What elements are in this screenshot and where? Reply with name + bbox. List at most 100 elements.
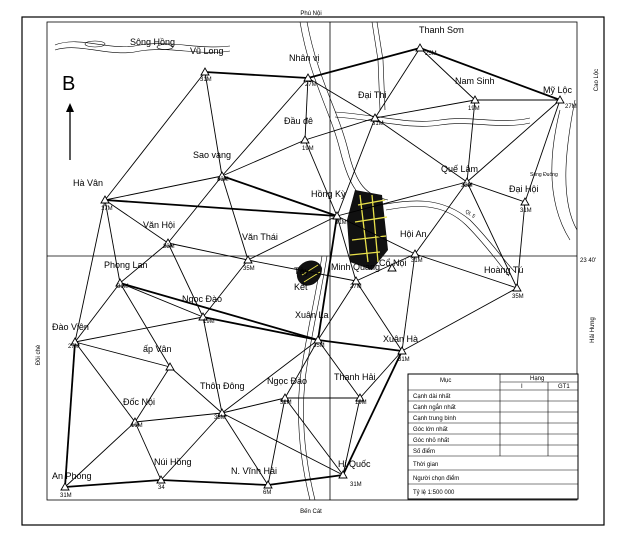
triangulation-point-icon (217, 171, 227, 180)
station-name: Phong Lan (104, 260, 148, 270)
north-arrow-letter: B (62, 73, 75, 95)
triangulation-point-icon (280, 393, 290, 402)
network-edge (374, 117, 468, 183)
network-edge (336, 215, 416, 255)
network-edge (355, 253, 416, 282)
network-edge (221, 412, 344, 476)
station-name: N. Vĩnh Hải (231, 466, 277, 476)
triangulation-point-icon (200, 67, 210, 76)
station-name: Thanh Sơn (419, 25, 464, 35)
network-edge (134, 412, 223, 423)
station-name: Hồng Kỳ (311, 189, 346, 199)
station-name: Sao vàng (193, 150, 231, 160)
network-edge (374, 99, 476, 119)
north-arrow-head (66, 103, 74, 112)
network-edge (204, 71, 309, 79)
network-edge (401, 253, 416, 352)
station-co-noi: Cổ Nội (379, 258, 407, 272)
station-name: Núi Hồng (154, 457, 192, 467)
station-name: Đầu đê (284, 116, 313, 126)
network-edge (524, 99, 561, 203)
triangulation-point-icon (470, 95, 480, 104)
triangulation-point-icon (303, 73, 313, 82)
border-label-left: Đồi chè (36, 344, 42, 365)
network-edge (466, 181, 526, 203)
station-elevation: 27M (350, 284, 362, 290)
station-name: Xuân Hà (383, 334, 418, 344)
network-edge (401, 287, 518, 352)
network-edge (419, 47, 561, 101)
triangulation-point-icon (332, 211, 342, 220)
station-name: Đốc Nội (123, 397, 155, 407)
legend-row: Góc nhỏ nhất (413, 437, 449, 444)
station-name: Hi Quốc (338, 459, 371, 469)
triangulation-point-icon (60, 482, 70, 491)
station-elevation: 34 (158, 485, 165, 491)
station-n-vinh-hai: N. Vĩnh Hải 6M (231, 466, 277, 496)
station-nui-hong: Núi Hồng 34 (154, 457, 192, 491)
triangulation-point-icon (100, 195, 110, 204)
station-elevation: 27M (68, 344, 80, 350)
triangulation-point-icon (387, 263, 397, 272)
triangulation-point-icon (217, 408, 227, 417)
network-edge (119, 282, 204, 318)
triangulation-point-icon (370, 113, 380, 122)
network-edge (247, 259, 357, 282)
triangulation-point-icon (512, 283, 522, 292)
station-elevation: 25M (425, 51, 437, 57)
triangulation-point-icon (355, 393, 365, 402)
station-elevation: 31M (117, 284, 129, 290)
station-elevation: 31M (200, 77, 212, 83)
network-edge (119, 242, 169, 284)
network-edge (74, 341, 171, 368)
station-elevation: 31M (350, 482, 362, 488)
network-edge (74, 341, 136, 423)
station-elevation: 6M (263, 490, 271, 496)
station-elevation: 31M (372, 121, 384, 127)
station-elevation: 35M (313, 343, 325, 349)
network-edge (119, 282, 319, 341)
network-edge (221, 77, 309, 177)
label-song-duong: Sông Đuống (530, 172, 558, 178)
label-song-hong: Sông Hồng (130, 37, 175, 47)
triangulation-point-icon (415, 43, 425, 52)
network-edge (304, 77, 309, 141)
network-edge (104, 175, 223, 201)
station-hi-quoc: Hi Quốc 31M (338, 459, 371, 488)
network-edge (342, 350, 403, 476)
network-edge (221, 175, 338, 217)
network-edge (414, 181, 468, 255)
border-label-right-top: Cao Lộc (594, 69, 600, 91)
legend-row: Góc lớn nhất (413, 427, 448, 433)
network-edge (64, 421, 136, 488)
network-edge (267, 397, 286, 486)
station-name: Thôn Đông (200, 381, 245, 391)
network-edge (134, 421, 162, 481)
triangulation-point-icon (555, 95, 565, 104)
network-edge (221, 175, 249, 261)
legend-row: Thời gian (413, 462, 438, 468)
station-elevation: 31M (280, 400, 292, 406)
network-edge (134, 366, 171, 423)
legend-row: Số điểm (413, 448, 435, 455)
station-elevation: 19M (203, 319, 215, 325)
station-elevation: 23M (163, 244, 175, 250)
label-ql5: QL 5 (464, 209, 476, 220)
triangulation-point-icon (462, 177, 472, 186)
network-edge (247, 215, 338, 261)
station-elevation: 31M (520, 208, 532, 214)
station-elevation: 35M (243, 266, 255, 272)
